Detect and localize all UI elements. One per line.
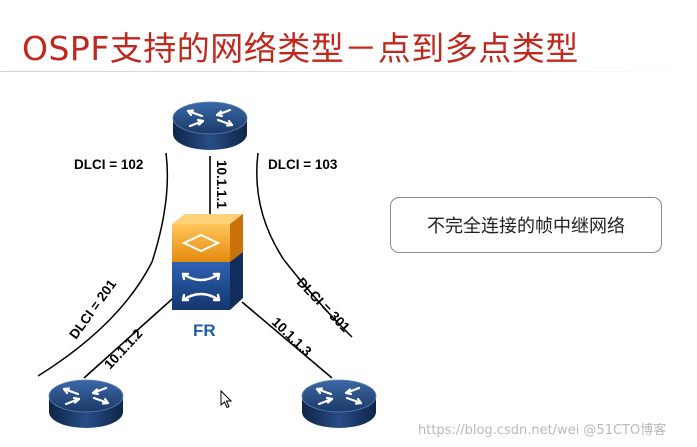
ip-label-right-router: 10.1.1.3 (269, 314, 315, 359)
pvc-line-left-lower (37, 261, 153, 377)
dlci-label-103: DLCI = 103 (268, 157, 338, 172)
router-icon (171, 100, 249, 152)
link-right (241, 301, 333, 379)
pvc-line-right-lower (283, 259, 353, 338)
page-title: OSPF支持的网络类型－点到多点类型 (22, 29, 579, 68)
ip-label-top-router: 10.1.1.1 (214, 160, 229, 209)
frame-relay-switch-icon (172, 214, 243, 310)
dlci-label-301: DLCI = 301 (294, 275, 353, 336)
dlci-label-102: DLCI = 102 (74, 157, 143, 172)
ip-label-left-router: 10.1.1.2 (101, 326, 145, 372)
fr-label: FR (193, 321, 216, 340)
dlci-label-201: DLCI = 201 (66, 276, 119, 341)
router-icon (300, 378, 378, 430)
pvc-line-right-upper (256, 152, 285, 261)
cursor-icon (220, 389, 233, 409)
network-type-note: 不完全连接的帧中继网络 (390, 197, 662, 253)
link-left (83, 291, 181, 379)
router-icon (47, 378, 125, 430)
title-divider (0, 71, 697, 72)
pvc-line-left-upper (151, 152, 169, 263)
watermark: https://blog.csdn.net/wei @51CTO博客 (418, 423, 667, 438)
